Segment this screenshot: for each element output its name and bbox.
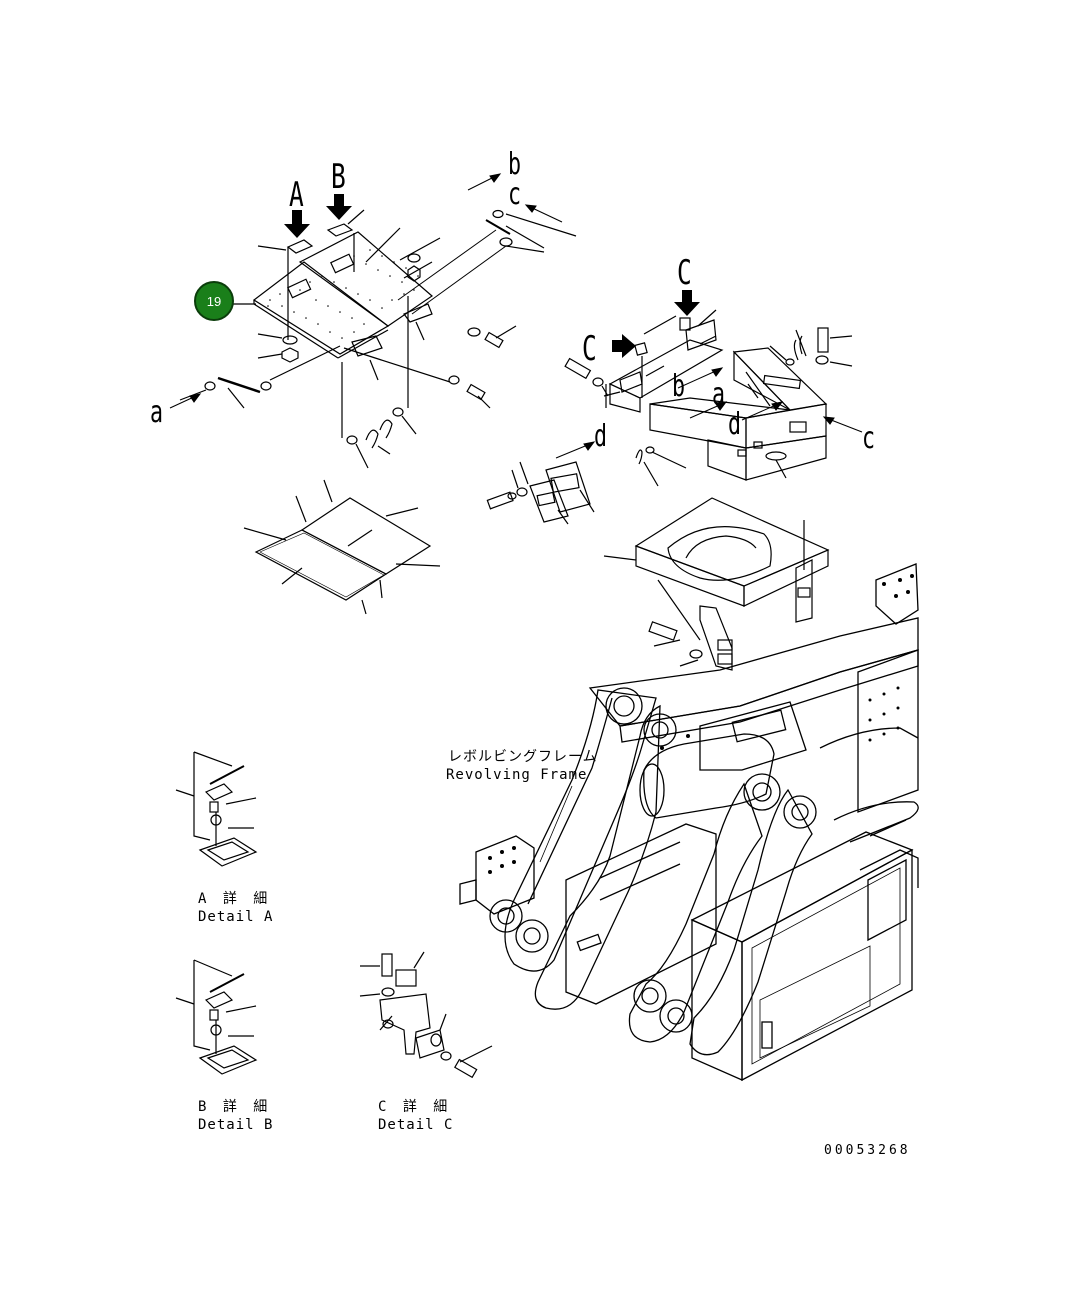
ref-letter-c-top: c [508,177,522,212]
ref-letter-c-right: c [862,421,876,456]
view-label-c-side: C [582,329,597,369]
bracket-assembly [564,309,724,413]
floor-mat [243,479,441,615]
seat-stand-upper [635,327,853,487]
ref-arrows [169,173,863,459]
ref-letter-d-right: d [728,407,742,442]
detail-b-title-en: Detail B [198,1117,274,1133]
detail-a-title-en: Detail A [198,909,274,925]
detail-c-drawing [359,951,493,1079]
detail-b-drawing [175,959,258,1075]
view-arrow-c-top [674,290,700,316]
detail-c-title-en: Detail C [378,1117,454,1133]
callout-19[interactable]: 19 [194,281,234,321]
frame-label-en: Revolving Frame [446,767,588,783]
drawing-code: 00053268 [824,1143,911,1158]
frame-label-leader [539,785,573,863]
ref-letter-b-top: b [508,147,522,182]
guard-parts [486,461,595,525]
view-arrow-b [326,194,352,220]
view-arrow-a [284,210,310,238]
detail-a-title-jp: A 詳 細 [198,891,272,907]
ref-letter-b-right: b [672,369,686,404]
frame-label-jp: レボルビングフレーム [448,749,598,765]
view-label-a: A [289,175,304,215]
ref-letter-a-left: a [150,395,164,430]
detail-c-title-jp: C 詳 細 [378,1099,452,1115]
ref-letter-d-mid: d [594,419,608,454]
seat-stand-lower [603,497,830,671]
detail-a-drawing [175,751,258,867]
floor-plate-assembly [179,209,577,469]
revolving-frame [459,563,919,1082]
detail-b-title-jp: B 詳 細 [198,1099,272,1115]
view-label-c-top: C [677,253,692,293]
view-arrow-c-side [612,334,636,358]
ref-letter-a-right: a [712,377,726,412]
view-label-b: B [331,157,346,197]
